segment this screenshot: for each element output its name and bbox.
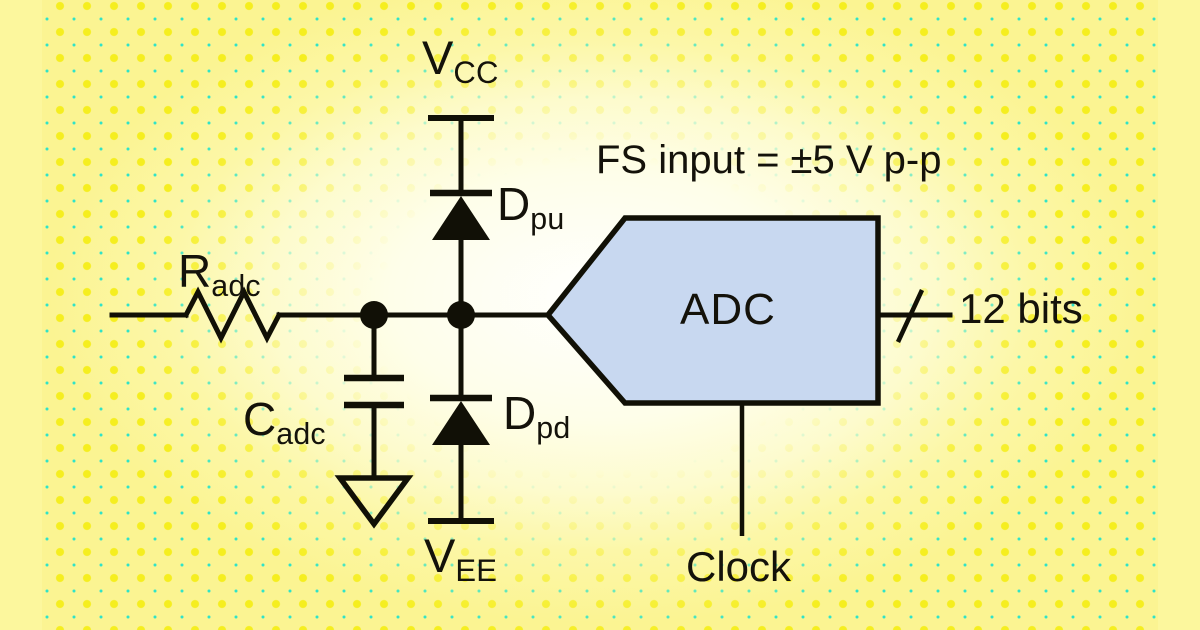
junction-dot-clamp — [447, 301, 475, 329]
vcc-label-sub: CC — [453, 55, 499, 91]
capacitor-label-sub: adc — [276, 418, 326, 452]
ground-icon — [334, 475, 414, 529]
dpd-label-main: D — [503, 387, 537, 439]
vee-label: VEE — [424, 529, 497, 586]
bus-slash-icon — [895, 289, 925, 343]
dpd-diode-triangle — [432, 401, 490, 445]
resistor-zigzag — [182, 286, 283, 344]
capacitor-label: Cadc — [243, 393, 326, 450]
dpu-label-sub: pu — [530, 203, 565, 237]
dpd-label-sub: pd — [536, 412, 571, 446]
clock-label: Clock — [686, 543, 792, 590]
junction-dot-capacitor — [360, 301, 388, 329]
output-width-label: 12 bits — [959, 285, 1083, 332]
full-scale-note: FS input = ±5 V p-p — [596, 138, 942, 182]
dpd-label: Dpd — [503, 387, 570, 444]
vee-label-main: V — [424, 529, 456, 582]
vcc-label: VCC — [422, 31, 499, 88]
resistor-label-main: R — [178, 245, 212, 297]
dpu-label-main: D — [497, 178, 531, 230]
vee-label-sub: EE — [455, 553, 498, 589]
dpu-label: Dpu — [497, 178, 564, 235]
left-edge-band — [0, 0, 42, 630]
capacitor-label-main: C — [243, 393, 277, 445]
resistor-label: Radc — [178, 245, 261, 302]
dpu-diode-triangle — [432, 196, 490, 240]
adc-block-label: ADC — [680, 285, 776, 334]
adc-block-shape[interactable] — [544, 215, 881, 406]
resistor-label-sub: adc — [211, 270, 261, 304]
right-edge-band — [1158, 0, 1200, 630]
vcc-label-main: V — [422, 31, 454, 84]
